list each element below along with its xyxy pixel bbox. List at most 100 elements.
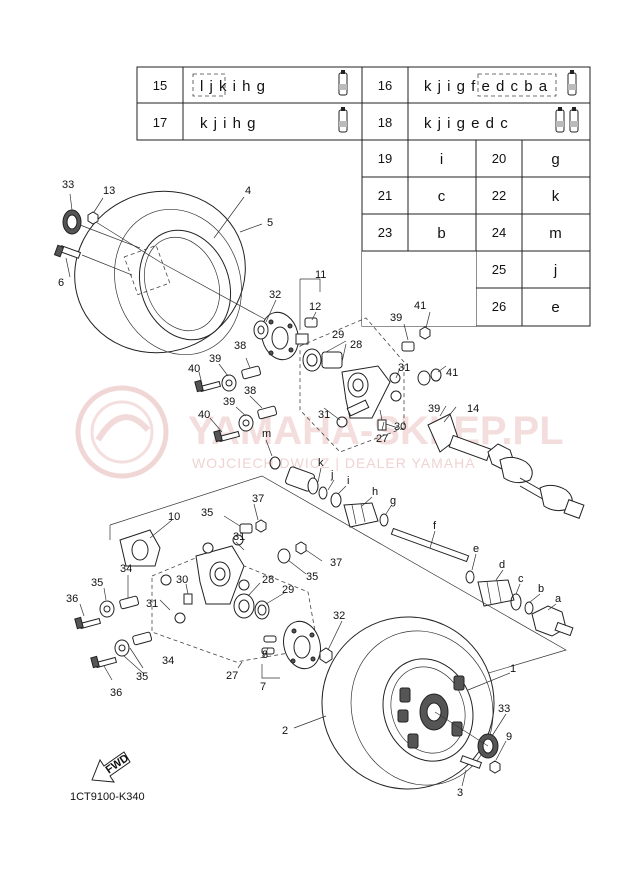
pair-21-letter: c <box>438 188 447 205</box>
label-32-upper: 32 <box>269 289 281 301</box>
upper-bolt-b <box>213 429 241 443</box>
label-b: b <box>538 583 544 595</box>
hub-bolt <box>304 317 318 328</box>
lower-wheel-nut <box>489 760 501 774</box>
label-e: e <box>473 543 479 555</box>
upper-knuckle <box>302 348 402 431</box>
label-10: 10 <box>168 511 180 523</box>
pair-22-num: 22 <box>492 188 506 203</box>
label-f: f <box>433 520 437 532</box>
label-35-lower-left: 35 <box>91 577 103 589</box>
label-31-lower-top: 31 <box>233 531 245 543</box>
outer-joint-a <box>531 605 574 637</box>
pair-21-num: 21 <box>378 188 392 203</box>
upper-bolt-a <box>194 379 222 393</box>
grease-tube-icon <box>338 107 348 133</box>
label-28-lower: 28 <box>262 574 274 586</box>
label-41-upper: 41 <box>414 300 426 312</box>
label-40-upper-a: 40 <box>188 363 200 375</box>
lower-wheel-stud <box>459 755 483 769</box>
lower-washer-a <box>99 600 115 618</box>
fwd-arrow-icon: FWD <box>91 751 131 783</box>
label-35-lower-top: 35 <box>201 507 213 519</box>
label-40-upper-b: 40 <box>198 409 210 421</box>
label-41-lower: 41 <box>446 367 458 379</box>
label-34-lower-b: 34 <box>162 655 174 667</box>
wheel-nut <box>87 211 99 225</box>
lower-washer-b <box>114 639 130 657</box>
label-39-upper-mid: 39 <box>223 396 235 408</box>
upper-collar-a <box>241 365 262 380</box>
clamp-b <box>524 601 534 615</box>
grease-tube-icon <box>338 70 348 96</box>
upper-collar-b <box>257 405 278 420</box>
grease-tube-icon <box>555 107 579 133</box>
pair-26-num: 26 <box>492 299 506 314</box>
table-row-17-num: 17 <box>153 115 167 130</box>
label-35-lower-bottom: 35 <box>136 671 148 683</box>
label-35-lower-right: 35 <box>306 571 318 583</box>
pair-22-letter: k <box>552 188 561 205</box>
circlip-e <box>465 570 475 584</box>
table-row-15-seq: l j k i h g <box>200 78 266 95</box>
label-34-lower-a: 34 <box>120 563 132 575</box>
label-g: g <box>390 495 396 507</box>
axle-cv-joint <box>427 413 585 519</box>
lower-right-bushings <box>239 519 307 564</box>
pair-23-num: 23 <box>378 225 392 240</box>
label-31-lower-left: 31 <box>146 598 158 610</box>
table-row-18-num: 18 <box>378 115 392 130</box>
label-27-lower: 27 <box>226 670 238 682</box>
diagram-code: 1CT9100-K340 <box>70 791 145 803</box>
label-33: 33 <box>62 179 74 191</box>
upper-hub <box>261 311 309 361</box>
table-row-15-num: 15 <box>153 78 167 93</box>
lower-bolt-b <box>90 655 118 669</box>
label-7: 7 <box>260 681 266 693</box>
label-28-upper: 28 <box>350 339 362 351</box>
table-row-16-seq: k j i g f e d c b a <box>424 78 548 95</box>
boot-d <box>477 579 515 607</box>
leader-lines <box>65 193 557 787</box>
label-j: j <box>330 469 333 481</box>
lower-seal <box>254 600 270 620</box>
label-11: 11 <box>315 269 326 281</box>
label-30-upper: 30 <box>394 421 406 433</box>
label-m: m <box>262 428 271 440</box>
lower-knuckle <box>160 534 250 624</box>
pair-24-letter: m <box>549 225 563 242</box>
label-36-lower-a: 36 <box>66 593 78 605</box>
watermark-subtitle: WOJCIECH DWICZ | DEALER YAMAHA <box>192 455 476 471</box>
clamp-i <box>330 492 342 508</box>
inner-joint-k <box>285 466 319 495</box>
label-29-upper: 29 <box>332 329 344 341</box>
clamp-g <box>379 513 389 527</box>
pair-19-num: 19 <box>378 151 392 166</box>
pair-23-letter: b <box>437 225 446 242</box>
label-9: 9 <box>506 731 512 743</box>
label-39-upper-far: 39 <box>428 403 440 415</box>
label-38-upper-b: 38 <box>244 385 256 397</box>
label-6: 6 <box>58 277 64 289</box>
label-c: c <box>518 573 524 585</box>
label-k: k <box>318 457 324 469</box>
label-i: i <box>347 475 349 487</box>
label-37-lower: 37 <box>330 557 342 569</box>
label-2: 2 <box>282 725 288 737</box>
table-row-16-num: 16 <box>378 78 392 93</box>
pair-19-letter: i <box>440 151 444 168</box>
label-3: 3 <box>457 787 463 799</box>
lower-bolt-a <box>74 616 102 630</box>
label-d: d <box>499 559 505 571</box>
ring-j <box>318 486 328 500</box>
upper-washer-a <box>221 374 237 392</box>
lower-collar-a <box>119 595 140 610</box>
label-8: 8 <box>262 649 268 661</box>
table-row-18-seq: k j i g e d c <box>424 115 509 132</box>
pair-25-num: 25 <box>492 262 506 277</box>
label-31-upper-right: 31 <box>398 362 410 374</box>
label-39-upper-left: 39 <box>209 353 221 365</box>
table-row-17-seq: k j i h g <box>200 115 257 132</box>
label-14: 14 <box>467 403 479 415</box>
